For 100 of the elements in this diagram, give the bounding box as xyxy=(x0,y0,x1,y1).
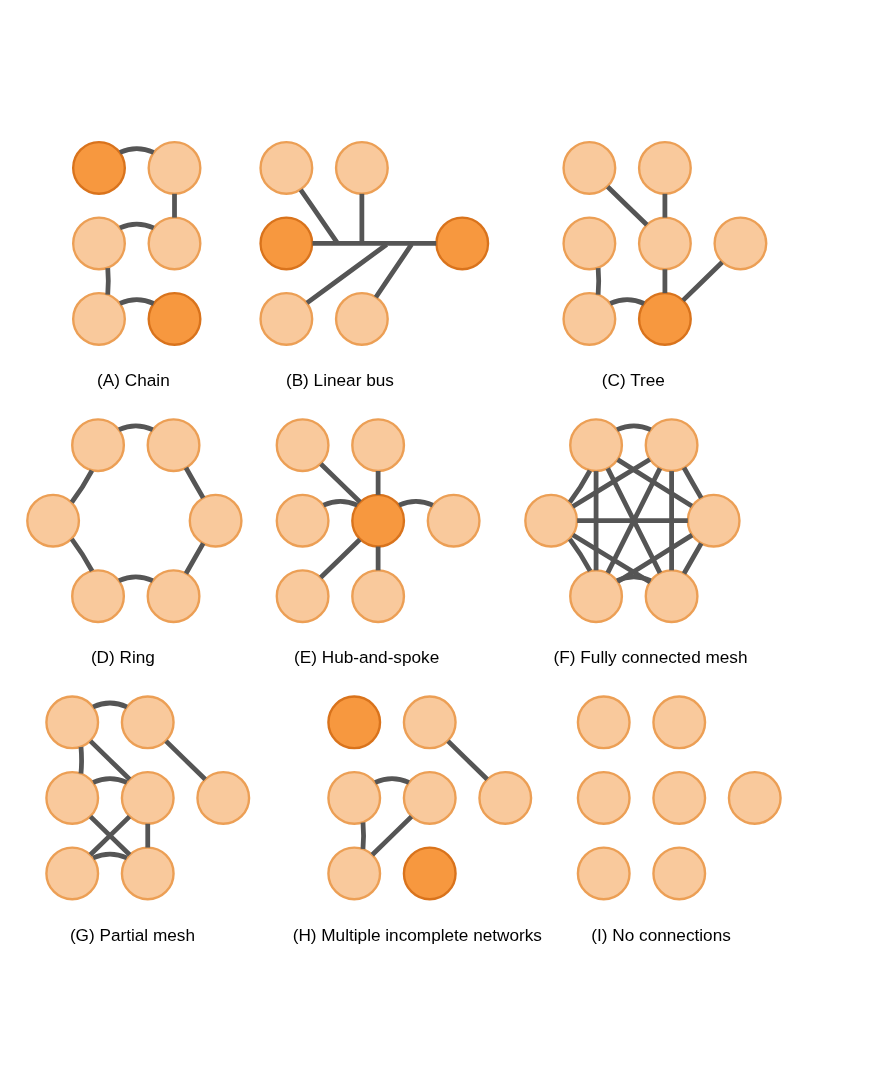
connector xyxy=(370,814,414,856)
node-circle xyxy=(72,291,126,346)
connector xyxy=(605,466,663,574)
node-circle xyxy=(435,215,490,270)
node-circle xyxy=(275,417,330,472)
node-circle xyxy=(652,845,707,900)
node-circle xyxy=(402,770,457,825)
node-circle xyxy=(351,417,406,472)
connector xyxy=(616,573,652,583)
connector xyxy=(662,268,668,293)
connector xyxy=(69,468,95,504)
connector xyxy=(446,738,489,781)
node-circle xyxy=(147,215,202,270)
node-circle xyxy=(45,694,100,749)
node-circle xyxy=(275,568,330,623)
connector xyxy=(373,242,414,299)
connector xyxy=(593,470,599,570)
connector xyxy=(616,532,694,584)
connector xyxy=(398,498,434,507)
connector xyxy=(595,267,602,295)
connector xyxy=(360,821,366,849)
node-circle xyxy=(576,770,631,825)
node-circle xyxy=(576,694,631,749)
node-circle xyxy=(72,140,126,195)
connector xyxy=(319,537,362,579)
node-circle xyxy=(652,770,707,825)
connector xyxy=(118,573,154,583)
node-circle xyxy=(71,417,126,472)
node-circle xyxy=(45,770,100,825)
node-circle xyxy=(120,770,175,825)
connector xyxy=(359,193,365,242)
node-circle xyxy=(562,291,617,346)
node-circle xyxy=(351,568,406,623)
label: (C) Tree xyxy=(601,369,665,390)
connector xyxy=(172,193,177,218)
connector xyxy=(375,546,381,570)
connector xyxy=(662,193,668,218)
connector xyxy=(105,267,111,295)
connector xyxy=(571,532,652,584)
node-circle xyxy=(569,417,624,472)
node-circle xyxy=(637,140,692,195)
connector xyxy=(616,422,652,432)
node-circle xyxy=(146,417,201,472)
connector xyxy=(92,775,128,785)
node-circle xyxy=(478,770,533,825)
node-circle xyxy=(637,215,692,270)
node-circle xyxy=(146,568,201,623)
label: (F) Fully connected mesh xyxy=(553,646,748,667)
node-circle xyxy=(327,770,382,825)
connector xyxy=(88,814,132,856)
node-circle xyxy=(259,215,314,270)
label: (A) Chain xyxy=(97,369,170,390)
connector xyxy=(681,541,704,575)
connector xyxy=(375,470,381,495)
connector xyxy=(183,541,206,575)
node-circle xyxy=(713,215,768,270)
connector xyxy=(567,537,593,572)
connector xyxy=(577,517,688,523)
connector xyxy=(78,746,84,774)
label: (E) Hub-and-spoke xyxy=(294,646,440,667)
label: (G) Partial mesh xyxy=(69,924,196,945)
node-circle xyxy=(72,215,126,270)
connector xyxy=(298,187,339,244)
label: (H) Multiple incomplete networks xyxy=(292,924,542,945)
node-circle xyxy=(637,291,692,346)
connector xyxy=(164,738,207,781)
label: (D) Ring xyxy=(90,646,155,667)
node-circle xyxy=(45,845,100,900)
node-circle xyxy=(26,493,81,548)
connector xyxy=(305,242,389,305)
node-circle xyxy=(259,291,314,346)
connector xyxy=(118,422,154,432)
node-circle xyxy=(327,694,382,749)
node-circle xyxy=(426,493,481,548)
connector xyxy=(319,461,362,504)
node-circle xyxy=(147,291,202,346)
connector xyxy=(88,738,132,781)
connector xyxy=(681,466,704,499)
connector xyxy=(119,296,155,306)
node-circle xyxy=(120,694,175,749)
node-circle xyxy=(576,845,631,900)
node-circle xyxy=(727,770,782,825)
node-circle xyxy=(644,568,699,623)
node-circle xyxy=(120,845,175,900)
connector xyxy=(92,851,128,860)
connector xyxy=(571,456,652,508)
connector xyxy=(616,457,694,508)
connector xyxy=(609,296,645,306)
node-circle xyxy=(334,291,389,346)
node-circle xyxy=(524,493,579,548)
node-circle xyxy=(644,417,699,472)
node-circle xyxy=(188,493,243,548)
connector xyxy=(92,700,128,709)
connector xyxy=(183,466,206,499)
node-circle xyxy=(351,493,406,548)
node-circle xyxy=(402,845,457,900)
connector xyxy=(681,260,724,302)
connector xyxy=(119,221,155,230)
node-circle xyxy=(562,215,617,270)
node-circle xyxy=(569,568,624,623)
